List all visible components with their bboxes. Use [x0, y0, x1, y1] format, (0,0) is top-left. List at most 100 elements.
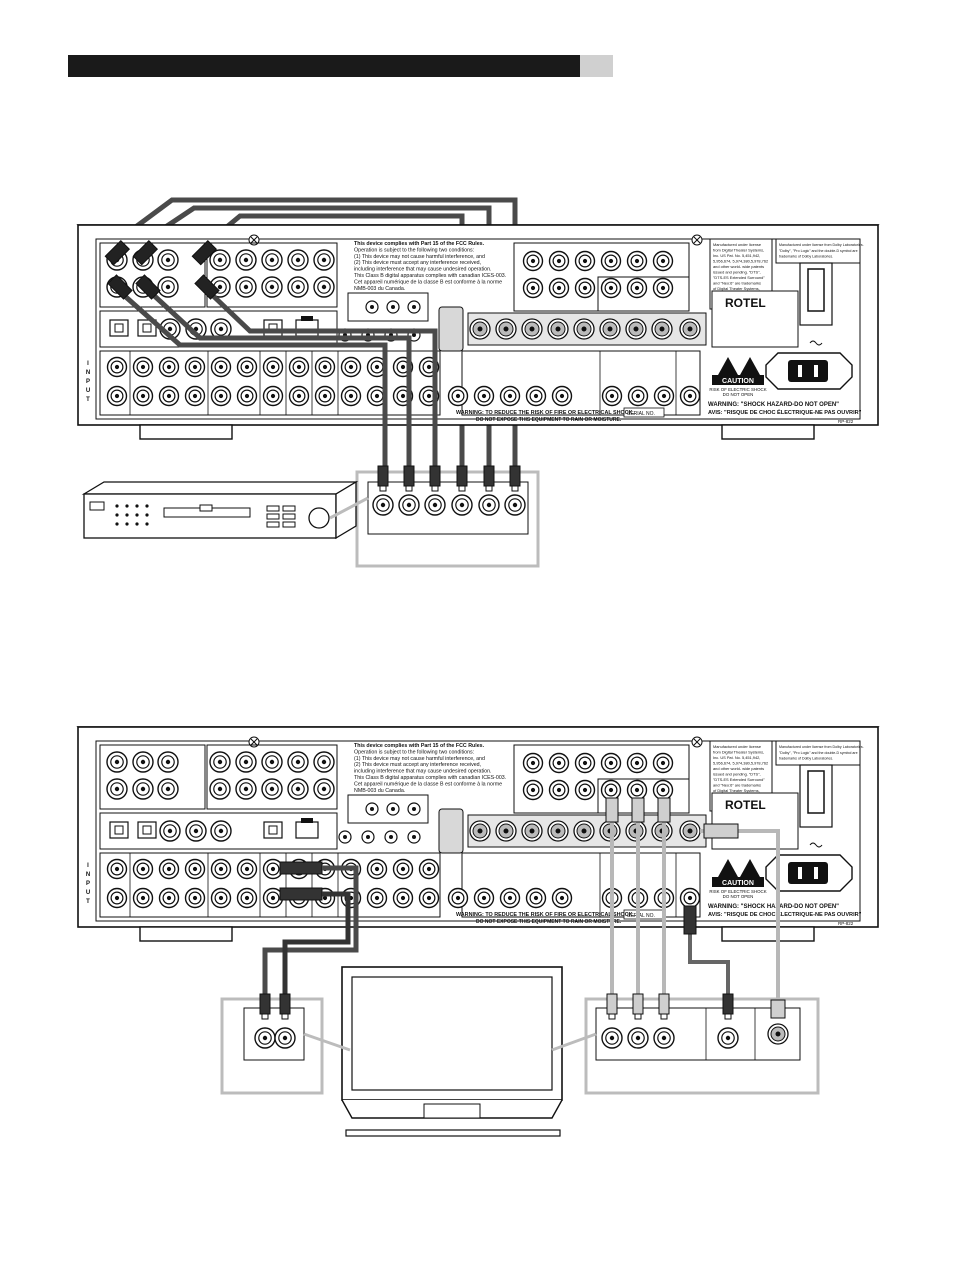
rca-jack: [522, 277, 544, 299]
s-video-jack: [521, 318, 543, 340]
rca-plug: [509, 465, 521, 492]
rca-plug: [135, 274, 161, 300]
lightning-warning-icon: [718, 357, 738, 375]
rca-jack: [314, 356, 336, 378]
input-label-letter: P: [86, 881, 90, 887]
s-video-jack: [521, 820, 543, 842]
dts-license-line: "DTS-ES Extended Surround": [713, 777, 765, 782]
dts-license-line: 5,956,674, 5,974,380,5,978,762: [713, 761, 768, 766]
receiver-rear-panel: This device complies with Part 15 of the…: [76, 726, 880, 942]
rca-jack: [548, 277, 570, 299]
fcc-notice-line: Operation is subject to the following tw…: [354, 749, 474, 755]
callout-line: [329, 496, 369, 520]
rca-plug: [132, 239, 159, 266]
rca-jack: [184, 385, 206, 407]
rca-jack: [158, 385, 180, 407]
rca-jack: [679, 385, 701, 407]
composite-cable: [688, 912, 730, 1005]
ac-symbol-icon: [809, 340, 823, 346]
s-video-jack: [469, 318, 491, 340]
rca-jack: [261, 249, 283, 271]
dts-license-line: Inc. US Pat. No. 5,451,942,: [713, 755, 760, 760]
transport-button: [282, 505, 296, 512]
rs232-latch: [301, 316, 313, 321]
audio-plug: [279, 861, 323, 875]
input-label-letter: N: [86, 872, 90, 878]
rca-jack: [548, 752, 570, 774]
callout-line: [551, 1032, 597, 1052]
trigger-box: [347, 292, 429, 322]
callout-line: [303, 1032, 351, 1052]
transport-button: [266, 521, 280, 528]
button-dot: [135, 513, 139, 517]
panel-face: [95, 238, 861, 420]
rca-jack: [158, 858, 180, 880]
rca-jack: [372, 494, 394, 516]
panel-face: [95, 740, 861, 922]
component-plug: [631, 797, 645, 823]
rain-warning-line-1: WARNING: TO REDUCE THE RISK OF FIRE OR E…: [456, 912, 634, 918]
caution-sub-1: RISK OF ELECTRIC SHOCK: [709, 387, 766, 392]
rca-jack: [313, 249, 335, 271]
diagram-multichannel-source: This device complies with Part 15 of the…: [76, 197, 880, 568]
rca-jack: [261, 751, 283, 773]
fcc-notice-line: (1) This device may not cause harmful in…: [354, 756, 485, 762]
transport-button: [266, 505, 280, 512]
s-video-plug: [703, 823, 739, 839]
rca-jack: [274, 1027, 296, 1049]
rca-jack: [106, 385, 128, 407]
s-video-jack: [469, 820, 491, 842]
rca-jack: [366, 887, 388, 909]
input-label-letter: T: [86, 899, 90, 905]
component-plug: [657, 797, 671, 823]
dvd-player: [81, 480, 359, 540]
lightning-warning-icon: [718, 859, 738, 877]
model-number: RP-822: [838, 419, 854, 424]
rca-jack: [157, 249, 179, 271]
dts-license-line: Manufactured under license: [713, 744, 761, 749]
rca-jack: [600, 250, 622, 272]
rca-jack: [626, 277, 648, 299]
rca-jack: [210, 356, 232, 378]
rca-jack: [366, 356, 388, 378]
power-switch: [807, 268, 825, 312]
s-video-plug: [770, 999, 786, 1019]
button-dot: [115, 513, 119, 517]
audio-cable-right: [282, 891, 351, 1000]
foot-left: [139, 926, 233, 942]
header-bar: [68, 55, 580, 77]
rca-jack: [209, 778, 231, 800]
shock-warning-line-1: WARNING: "SHOCK HAZARD-DO NOT OPEN": [708, 402, 839, 408]
button-dot: [115, 504, 119, 508]
rca-jack: [551, 385, 573, 407]
rca-jack: [504, 494, 526, 516]
button-dot: [145, 522, 149, 526]
rca-jack: [132, 751, 154, 773]
rs232-latch: [301, 818, 313, 823]
dts-license-line: from Digital Theater Systems,: [713, 248, 764, 253]
rca-jack: [574, 277, 596, 299]
fcc-notice-line: This Class B digital apparatus complies …: [354, 273, 506, 279]
exclamation-warning-icon: [740, 357, 760, 375]
dts-license-line: issued and pending. "DTS",: [713, 772, 761, 777]
rca-jack: [184, 887, 206, 909]
rca-jack: [106, 858, 128, 880]
fcc-notice-line: NMB-003 du Canada.: [354, 788, 405, 794]
rca-jack: [313, 751, 335, 773]
foot-right: [721, 926, 815, 942]
caution-sub-2: DO NOT OPEN: [723, 392, 754, 397]
dts-license-line: 5,956,674, 5,974,380,5,978,762: [713, 259, 768, 264]
optical-input-1: [109, 821, 129, 839]
rain-warning-line-2: DO NOT EXPOSE THIS EQUIPMENT TO RAIN OR …: [476, 919, 622, 925]
ac-inlet-socket: [788, 862, 828, 884]
rca-jack: [210, 887, 232, 909]
dolby-license-box: [775, 238, 861, 264]
button-dot: [145, 504, 149, 508]
s-video-jack: [495, 820, 517, 842]
cable-lower-2: [146, 288, 412, 485]
rca-jack: [157, 276, 179, 298]
input-label-letter: U: [86, 388, 90, 394]
rain-warning-line-2: DO NOT EXPOSE THIS EQUIPMENT TO RAIN OR …: [476, 417, 622, 423]
